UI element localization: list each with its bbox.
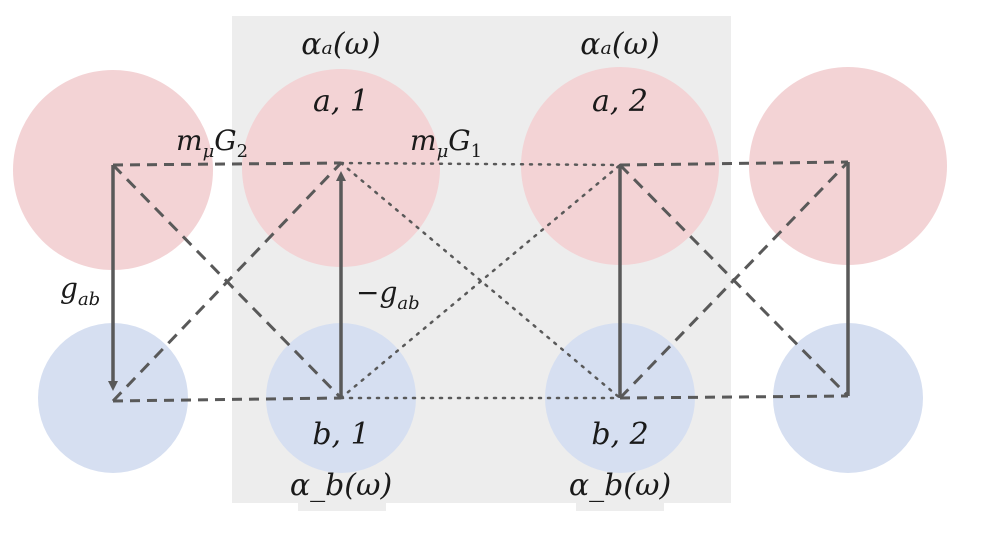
label-g-ab: gab (60, 272, 100, 310)
diag-dashed-4 (618, 160, 850, 400)
bond-top-dashed-right (619, 160, 849, 167)
label-pad-left (298, 503, 386, 511)
bond-bottom-dashed-left (112, 396, 342, 403)
label-alpha-b-2: α_b(ω) (569, 468, 671, 503)
diag-dashed-2 (111, 161, 343, 403)
label-pad-right (576, 503, 664, 511)
label-m-mu-g2-base: m (176, 124, 203, 157)
label-g-ab-base: g (60, 272, 78, 305)
label-m-mu-g2-sub: μ (203, 141, 215, 162)
label-m-mu-g1-tail: G (448, 124, 470, 157)
label-m-mu-g1-sub: μ (437, 141, 449, 162)
site-a1 (242, 69, 440, 267)
label-site-b1: b, 1 (312, 417, 369, 452)
label-alpha-a-2: αₐ(ω) (580, 27, 659, 62)
bond-top-dashed-left (112, 161, 342, 167)
bond-top-dotted-center (339, 161, 622, 167)
label-m-mu-g2-tail: G (214, 124, 236, 157)
label-minus-g-ab-sub: ab (397, 293, 419, 314)
label-minus-g-ab: −gab (356, 276, 420, 314)
label-m-mu-g1: mμG1 (410, 124, 482, 162)
label-m-mu-g2: mμG2 (176, 124, 248, 162)
label-alpha-b-1: α_b(ω) (290, 468, 392, 503)
label-g-ab-sub: ab (78, 289, 100, 310)
label-m-mu-g2-tail-sub: 2 (237, 141, 248, 162)
label-site-b2: b, 2 (591, 417, 648, 452)
label-minus-g-ab-base: −g (356, 276, 397, 309)
label-m-mu-g1-tail-sub: 1 (471, 141, 482, 162)
label-m-mu-g1-base: m (410, 124, 437, 157)
label-site-a1: a, 1 (313, 84, 369, 119)
diag-dotted-2 (339, 163, 622, 400)
label-alpha-a-1: αₐ(ω) (301, 27, 380, 62)
bond-bottom-dashed-right (619, 394, 849, 400)
label-site-a2: a, 2 (592, 84, 648, 119)
site-b-left-ghost (38, 323, 188, 473)
site-b-right-ghost (773, 323, 923, 473)
